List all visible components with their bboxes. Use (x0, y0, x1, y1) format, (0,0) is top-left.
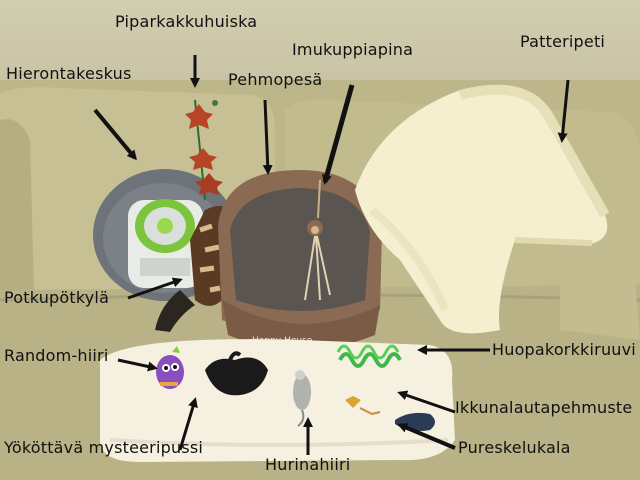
label-yokottava-mysteeripussi: Yököttävä mysteeripussi (4, 438, 204, 457)
suction-cup-monkey (304, 179, 331, 301)
label-random-hiiri: Random-hiiri (4, 346, 109, 365)
annotation-arrows (93, 55, 570, 455)
gingerbread-whisk (185, 99, 223, 201)
random-mouse (156, 346, 184, 389)
window-sill-pad (100, 339, 455, 462)
radiator-bed (355, 84, 610, 334)
label-potkupotkyla: Potkupötkylä (4, 288, 110, 307)
mystery-bag (205, 351, 268, 396)
label-imukuppiapina: Imukuppiapina (292, 40, 414, 59)
label-huopakorkkiruuvi: Huopakorkkiruuvi (492, 340, 636, 359)
label-hierontakeskus: Hierontakeskus (6, 64, 132, 83)
label-pureskelukala: Pureskelukala (458, 438, 571, 457)
label-hurinahiiri: Hurinahiiri (265, 455, 351, 474)
cat-cave-bed: Happy-House (218, 170, 382, 350)
label-patteripeti: Patteripeti (520, 32, 606, 51)
felt-corkscrew (336, 344, 402, 368)
label-ikkunalautapehmuste: Ikkunalautapehmuste (455, 398, 633, 417)
label-piparkakkuhuiska: Piparkakkuhuiska (115, 12, 258, 31)
label-pehmopesa: Pehmopesä (228, 70, 323, 89)
